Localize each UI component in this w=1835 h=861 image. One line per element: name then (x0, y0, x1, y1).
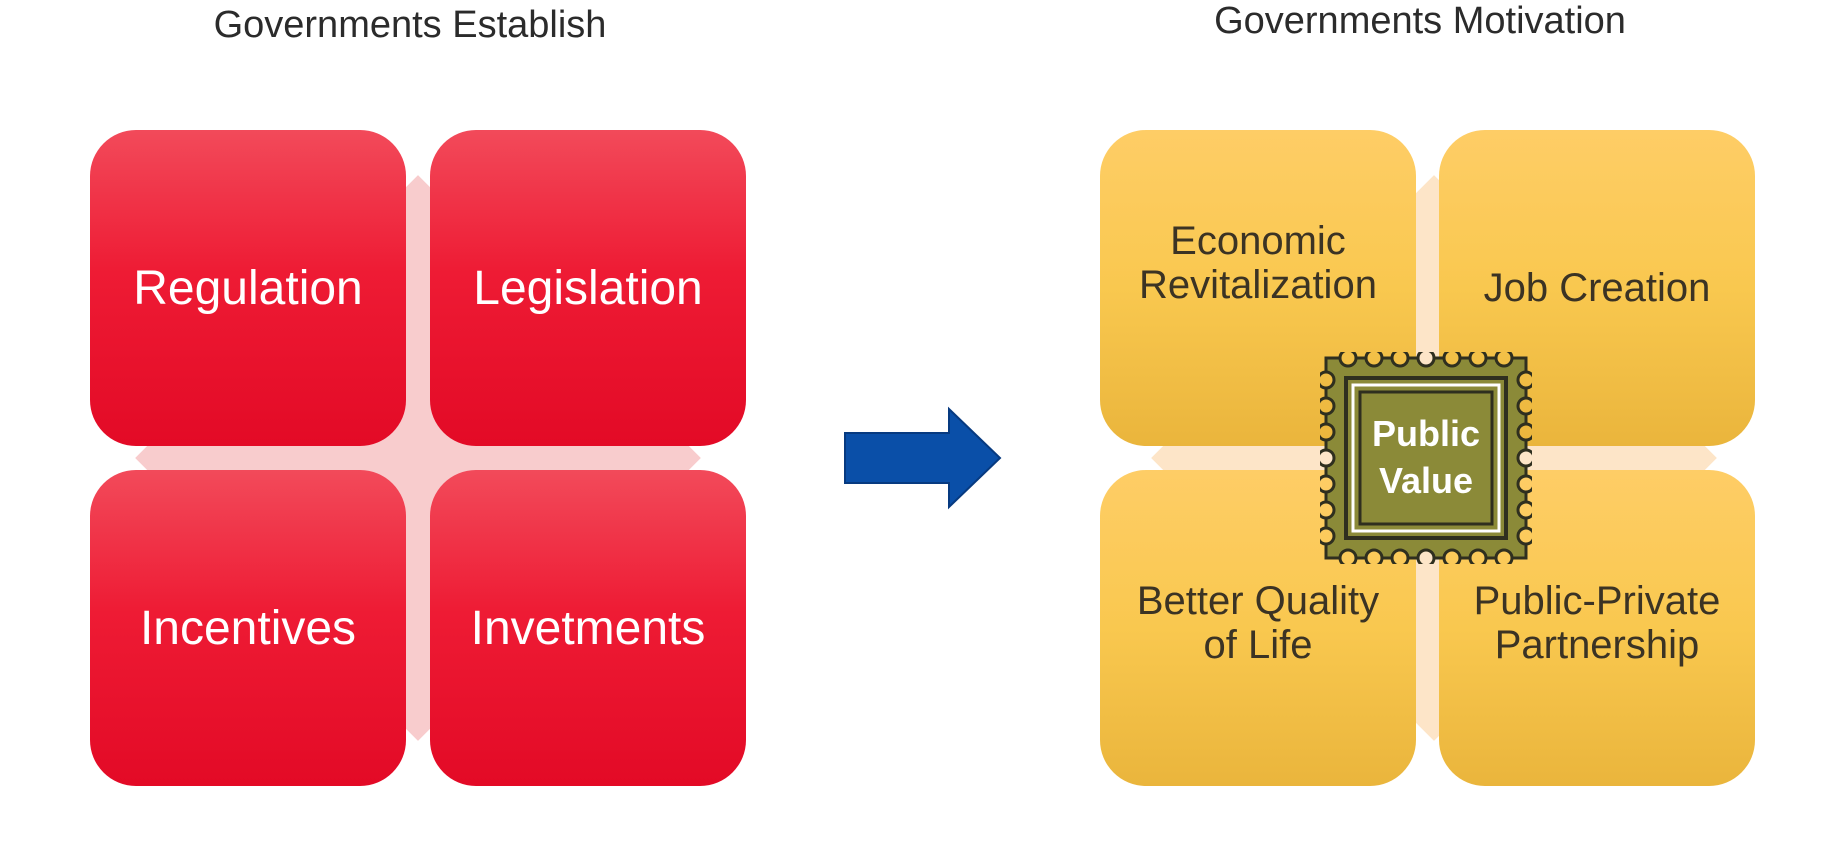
tile-label-line: Better Quality (1136, 579, 1380, 623)
stamp-perforation (1320, 396, 1336, 416)
stamp-perforation (1494, 548, 1514, 564)
tile-label: Legislation (473, 261, 703, 315)
tile-label-line: Revitalization (1139, 263, 1377, 307)
right-arrow-icon (844, 406, 1002, 510)
stamp-perforation (1320, 448, 1336, 468)
badge-line: Value (1378, 460, 1474, 501)
stamp-perforation (1468, 548, 1488, 564)
tile-incentives: Incentives (90, 470, 406, 786)
tile-legislation: Legislation (430, 130, 746, 446)
stamp-perforation (1320, 422, 1336, 442)
tile-label: Incentives (139, 601, 357, 655)
tile-label: Invetments (470, 601, 706, 655)
stamp-perforation (1516, 474, 1532, 494)
stamp-perforation (1442, 548, 1462, 564)
stamp-perforation (1320, 500, 1336, 520)
stamp-perforation (1364, 352, 1384, 368)
tile-label-line: Job Creation (1483, 266, 1711, 310)
establish-title: Governments Establish (213, 4, 607, 46)
stamp-perforation (1338, 548, 1358, 564)
tile-investments: Invetments (430, 470, 746, 786)
motivation-title: Governments Motivation (1214, 0, 1626, 42)
tile-regulation: Regulation (90, 130, 406, 446)
stamp-perforation (1516, 526, 1532, 546)
stamp-perforation (1494, 352, 1514, 368)
stamp-perforation (1516, 396, 1532, 416)
stamp-perforation (1390, 352, 1410, 368)
stamp-perforation (1338, 352, 1358, 368)
stamp-perforation (1320, 474, 1336, 494)
stamp-perforation (1416, 548, 1436, 564)
tile-label: Regulation (133, 261, 363, 315)
tile-label-line: Partnership (1494, 623, 1700, 667)
stamp-perforation (1442, 352, 1462, 368)
stamp-perforation (1320, 526, 1336, 546)
stamp-perforation (1390, 548, 1410, 564)
stamp-perforation (1364, 548, 1384, 564)
stamp-perforation (1516, 370, 1532, 390)
stamp-perforation (1516, 500, 1532, 520)
stamp-perforation (1320, 370, 1336, 390)
stamp-icon (1320, 352, 1532, 564)
badge-line: Public (1371, 413, 1481, 455)
stamp-perforation (1516, 448, 1532, 468)
establish-group: Governments Establish Regulation Legisla… (0, 0, 820, 861)
tile-label-line: Public-Private (1473, 579, 1721, 623)
stamp-perforation (1516, 422, 1532, 442)
tile-label-line: Economic (1170, 219, 1346, 263)
public-value-badge: Public Value (1320, 352, 1532, 564)
stamp-perforation (1416, 352, 1436, 368)
tile-label-line: of Life (1203, 623, 1313, 667)
stamp-perforation (1468, 352, 1488, 368)
